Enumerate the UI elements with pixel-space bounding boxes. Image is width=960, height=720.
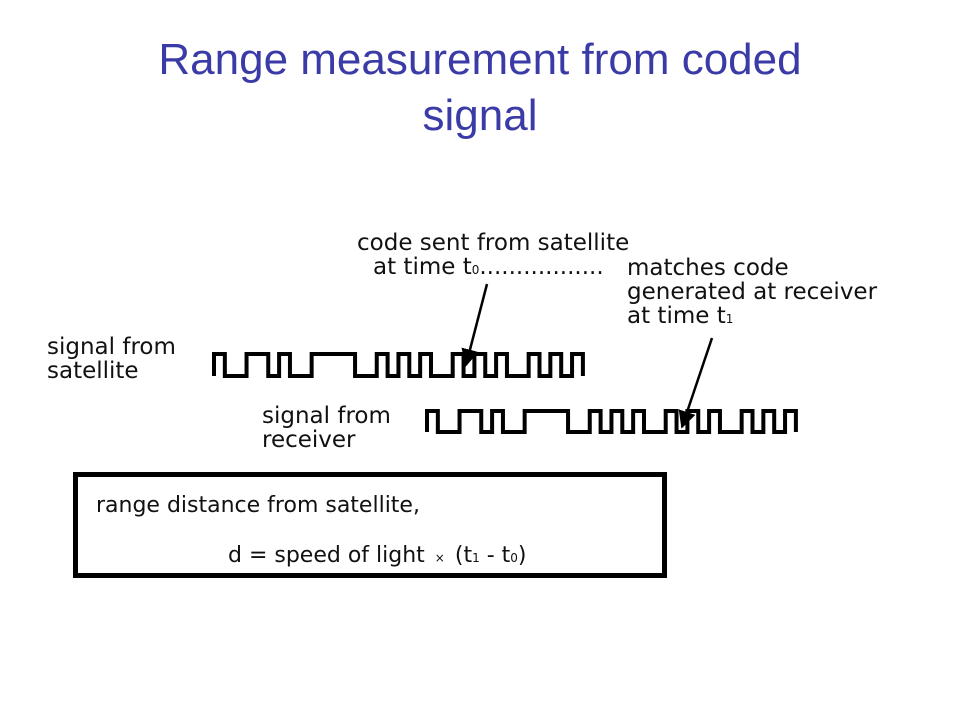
t1-subscript: 1 xyxy=(725,312,734,326)
satellite-signal-line2: satellite xyxy=(47,358,139,384)
receiver-signal-line2: receiver xyxy=(262,427,356,453)
matches-line3: at time t1 xyxy=(627,304,877,331)
arrow-to-satellite-code xyxy=(461,283,489,367)
slide-title: Range measurement from coded signal xyxy=(0,32,960,144)
code-sent-line1: code sent from satellite xyxy=(357,230,630,256)
formula-description: range distance from satellite, xyxy=(96,493,420,518)
code-sent-label: code sent from satellite at time t0.....… xyxy=(357,231,629,282)
matches-line2: generated at receiver xyxy=(627,279,878,305)
matches-line1: matches code xyxy=(627,255,789,281)
receiver-code-waveform xyxy=(425,409,798,434)
range-formula: d = speed of light × (t1 - t0) xyxy=(228,543,527,568)
code-sent-time-text: at time t xyxy=(373,254,472,280)
receiver-signal-line1: signal from xyxy=(262,403,391,429)
formula-sub1: 1 xyxy=(472,551,480,565)
matches-code-label: matches code generated at receiver at ti… xyxy=(627,256,877,331)
slide-title-line2: signal xyxy=(422,91,538,140)
arrow-to-receiver-code xyxy=(678,337,714,429)
slide-title-line1: Range measurement from coded xyxy=(158,35,802,84)
formula-close: ) xyxy=(517,543,527,568)
matches-time-text: at time t xyxy=(627,303,726,329)
satellite-signal-line1: signal from xyxy=(47,334,176,360)
dotted-leader: ................. xyxy=(479,254,604,280)
formula-minus-t0: - t xyxy=(479,543,511,568)
range-formula-box: range distance from satellite, d = speed… xyxy=(73,472,667,578)
satellite-signal-label: signal from satellite xyxy=(47,335,176,383)
times-symbol: × xyxy=(434,551,445,565)
satellite-code-waveform xyxy=(212,352,585,378)
t0-subscript: 0 xyxy=(471,263,480,277)
code-sent-line2: at time t0................. xyxy=(357,255,629,282)
formula-sub0: 0 xyxy=(510,551,518,565)
formula-lhs: d = speed of light xyxy=(228,543,425,568)
receiver-signal-label: signal from receiver xyxy=(262,404,391,452)
formula-t1: (t xyxy=(454,543,473,568)
